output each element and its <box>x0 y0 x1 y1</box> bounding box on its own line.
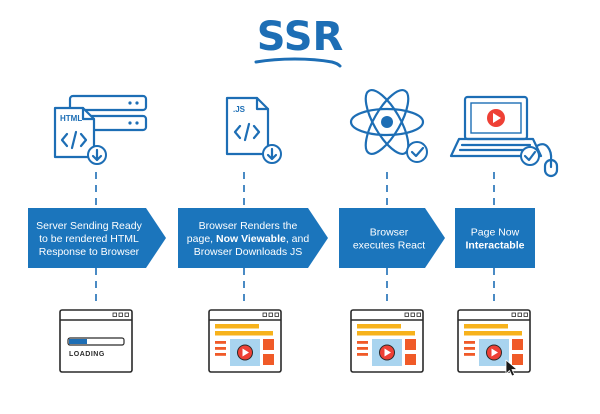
check-badge <box>406 141 428 163</box>
download-arrow-icon <box>91 148 103 162</box>
side-block <box>263 354 274 365</box>
play-triangle <box>493 113 501 123</box>
text-line <box>357 347 368 350</box>
window-control <box>511 312 516 317</box>
js-file-fold <box>255 96 270 111</box>
laptop-base <box>449 137 543 158</box>
window-control <box>112 312 117 317</box>
loading-label: LOADING <box>69 351 105 358</box>
server-rack-top <box>68 94 148 112</box>
text-line <box>357 341 368 344</box>
window-control <box>274 312 279 317</box>
play-triangle <box>242 348 249 357</box>
server-led <box>128 121 132 125</box>
check-badge <box>520 146 540 166</box>
window-control <box>410 312 415 317</box>
html-file-server-icon: HTML <box>53 94 148 165</box>
text-line <box>357 353 368 356</box>
diagram-title: SSR <box>257 14 344 60</box>
interactive-page-window <box>457 309 531 377</box>
play-triangle <box>491 348 498 357</box>
atom-orbit <box>364 89 410 155</box>
window-control <box>416 312 421 317</box>
atom-orbit <box>349 107 425 137</box>
window-control <box>118 312 123 317</box>
step-text-bold-run: Now Viewable <box>216 233 286 245</box>
text-line <box>464 353 475 356</box>
text-line <box>464 341 475 344</box>
text-line <box>464 347 475 350</box>
play-triangle <box>384 348 391 357</box>
side-block <box>405 339 416 350</box>
step-box-4 <box>455 208 535 268</box>
progress-fill <box>69 339 87 344</box>
step-text-run: Browser <box>370 227 409 239</box>
check-icon <box>410 146 425 158</box>
step-box-1 <box>28 208 166 268</box>
header-bar <box>464 324 508 329</box>
rendered-page-window <box>208 309 282 373</box>
download-arrow-icon <box>266 147 278 161</box>
window-control <box>124 312 129 317</box>
step-text-run: Response to Browser <box>39 246 140 258</box>
atom-nucleus <box>381 116 393 128</box>
code-brackets-icon <box>60 130 88 150</box>
step-text-run: Browser Renders the <box>199 220 298 232</box>
header-bar <box>215 324 259 329</box>
step-box-3 <box>339 208 445 268</box>
atom-orbit <box>364 89 410 155</box>
keyboard-lines <box>458 143 534 152</box>
step-text-run: Page Now <box>471 227 520 239</box>
window-control <box>404 312 409 317</box>
side-block <box>512 339 523 350</box>
server-led <box>135 101 139 105</box>
side-block <box>263 339 274 350</box>
window-control <box>262 312 267 317</box>
text-line <box>215 347 226 350</box>
connectors <box>95 172 495 306</box>
rendered-page-window <box>350 309 424 373</box>
header-bar <box>215 331 273 336</box>
step-text-run: to be rendered HTML <box>39 233 139 245</box>
html-file-label: HTML <box>60 114 82 123</box>
header-bar <box>357 324 401 329</box>
laptop-video-icon <box>449 95 559 178</box>
js-file-label: .JS <box>233 105 246 114</box>
step-text-run: Server Sending Ready <box>36 220 142 232</box>
text-line <box>215 353 226 356</box>
code-brackets-icon <box>233 122 261 142</box>
header-bar <box>464 331 522 336</box>
server-led <box>135 121 139 125</box>
header-bar <box>357 331 415 336</box>
react-atom-icon <box>349 89 428 163</box>
text-line <box>215 341 226 344</box>
step-text-run: , and <box>286 233 310 245</box>
loading-window: LOADING <box>59 309 133 373</box>
step-boxes <box>28 208 535 268</box>
html-file-fold <box>81 106 96 121</box>
step-text-run: executes React <box>353 240 425 252</box>
js-file-download-icon: .JS <box>225 96 282 164</box>
window-control <box>268 312 273 317</box>
side-block <box>405 354 416 365</box>
step-text-run: page, <box>187 233 216 245</box>
check-icon <box>523 150 537 162</box>
step-text-bold-run: Interactable <box>466 240 525 252</box>
step-box-2 <box>178 208 328 268</box>
server-led <box>128 101 132 105</box>
step-text-run: Browser Downloads JS <box>194 246 303 258</box>
window-control <box>523 312 528 317</box>
mouse-cable <box>535 143 553 162</box>
side-block <box>512 354 523 365</box>
window-control <box>517 312 522 317</box>
title-underline <box>254 57 342 68</box>
mouse-cursor-icon <box>505 359 518 377</box>
